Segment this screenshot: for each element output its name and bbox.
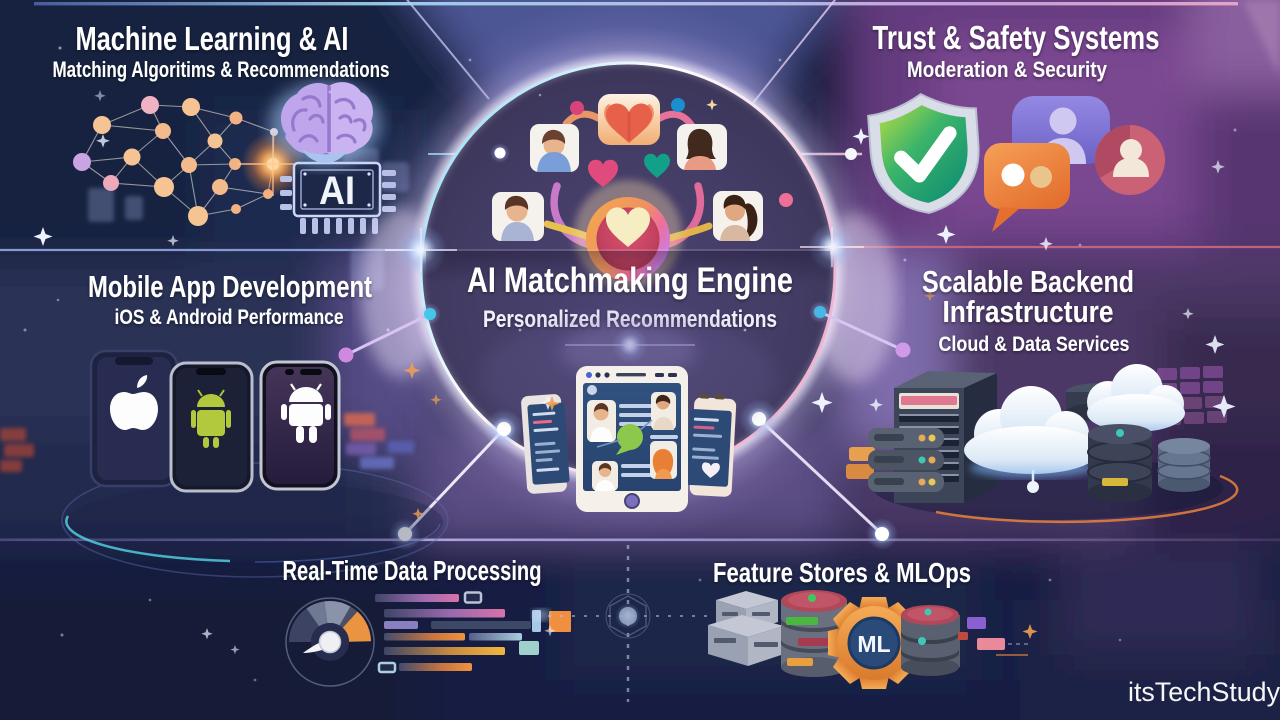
svg-text:Cloud & Data Services: Cloud & Data Services — [939, 333, 1130, 356]
svg-text:Scalable Backend: Scalable Backend — [922, 264, 1134, 299]
svg-text:AI Matchmaking Engine: AI Matchmaking Engine — [467, 261, 793, 300]
svg-text:Trust & Safety Systems: Trust & Safety Systems — [873, 19, 1160, 56]
svg-text:Feature Stores & MLOps: Feature Stores & MLOps — [713, 557, 971, 588]
svg-text:AI: AI — [319, 169, 355, 213]
svg-text:iOS & Android Performance: iOS & Android Performance — [115, 306, 344, 329]
svg-text:Matching Algoritims & Recommen: Matching Algoritims & Recommendations — [53, 57, 390, 82]
svg-text:Mobile App Development: Mobile App Development — [88, 269, 372, 304]
svg-text:itsTechStudy: itsTechStudy — [1128, 677, 1280, 707]
svg-text:ML: ML — [857, 631, 890, 657]
svg-text:Moderation & Security: Moderation & Security — [907, 57, 1108, 82]
svg-text:Real-Time Data Processing: Real-Time Data Processing — [283, 555, 542, 586]
svg-text:Infrastructure: Infrastructure — [943, 294, 1114, 329]
svg-text:Machine Learning & AI: Machine Learning & AI — [76, 20, 349, 57]
